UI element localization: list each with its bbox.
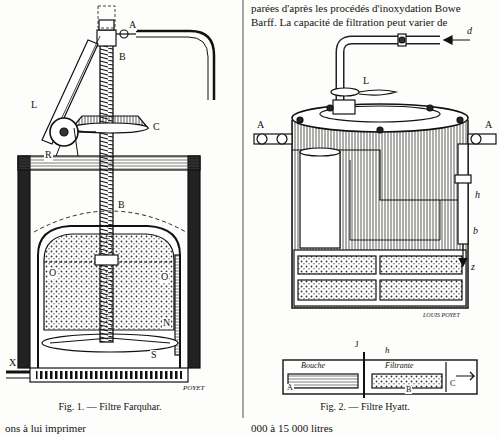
- callout-letter: B: [405, 386, 412, 394]
- body-text: parées d'après les procédés d'inoxydatio…: [250, 3, 462, 15]
- callout-letter: L: [30, 100, 38, 111]
- body-text: ons à lui imprimer: [4, 423, 87, 435]
- callout-letter: N: [162, 318, 171, 329]
- callout-letter: S: [150, 350, 158, 361]
- callout-letter: A: [286, 384, 294, 392]
- callout-letter: C: [449, 380, 456, 388]
- callout-letter: O: [160, 272, 169, 283]
- callout-letter: d: [466, 26, 473, 37]
- callout-letter: A: [484, 120, 493, 131]
- callout-letter: A: [256, 120, 265, 131]
- callout-letter: h: [474, 190, 481, 201]
- callout-letter: J: [354, 340, 360, 349]
- callout-letter: X: [8, 358, 17, 369]
- inset-label: Bouche: [300, 362, 326, 370]
- body-text: 000 à 15 000 litres: [250, 423, 334, 435]
- figure-caption: Fig. 1. — Filtre Farquhar.: [57, 402, 162, 413]
- inset-label: Filtrante: [384, 362, 414, 370]
- callout-letter: R: [44, 150, 53, 161]
- body-text: Barff. La capacité de filtration peut va…: [250, 17, 448, 29]
- callout-letter: z: [470, 262, 476, 273]
- engraver-signature: LOUIS POYET: [422, 312, 461, 318]
- figure-caption: Fig. 2. — Filtre Hyatt.: [319, 402, 411, 413]
- callout-letter: B: [117, 200, 126, 211]
- callout-letter: h: [384, 346, 391, 355]
- callout-letter: C: [152, 122, 161, 133]
- engraver-signature: POYET: [182, 385, 205, 392]
- callout-letter: b: [472, 226, 479, 237]
- callout-letter: B: [118, 52, 127, 63]
- callout-letter: L: [362, 76, 370, 87]
- callout-letter: A: [128, 20, 137, 31]
- callout-letter: O: [48, 268, 57, 279]
